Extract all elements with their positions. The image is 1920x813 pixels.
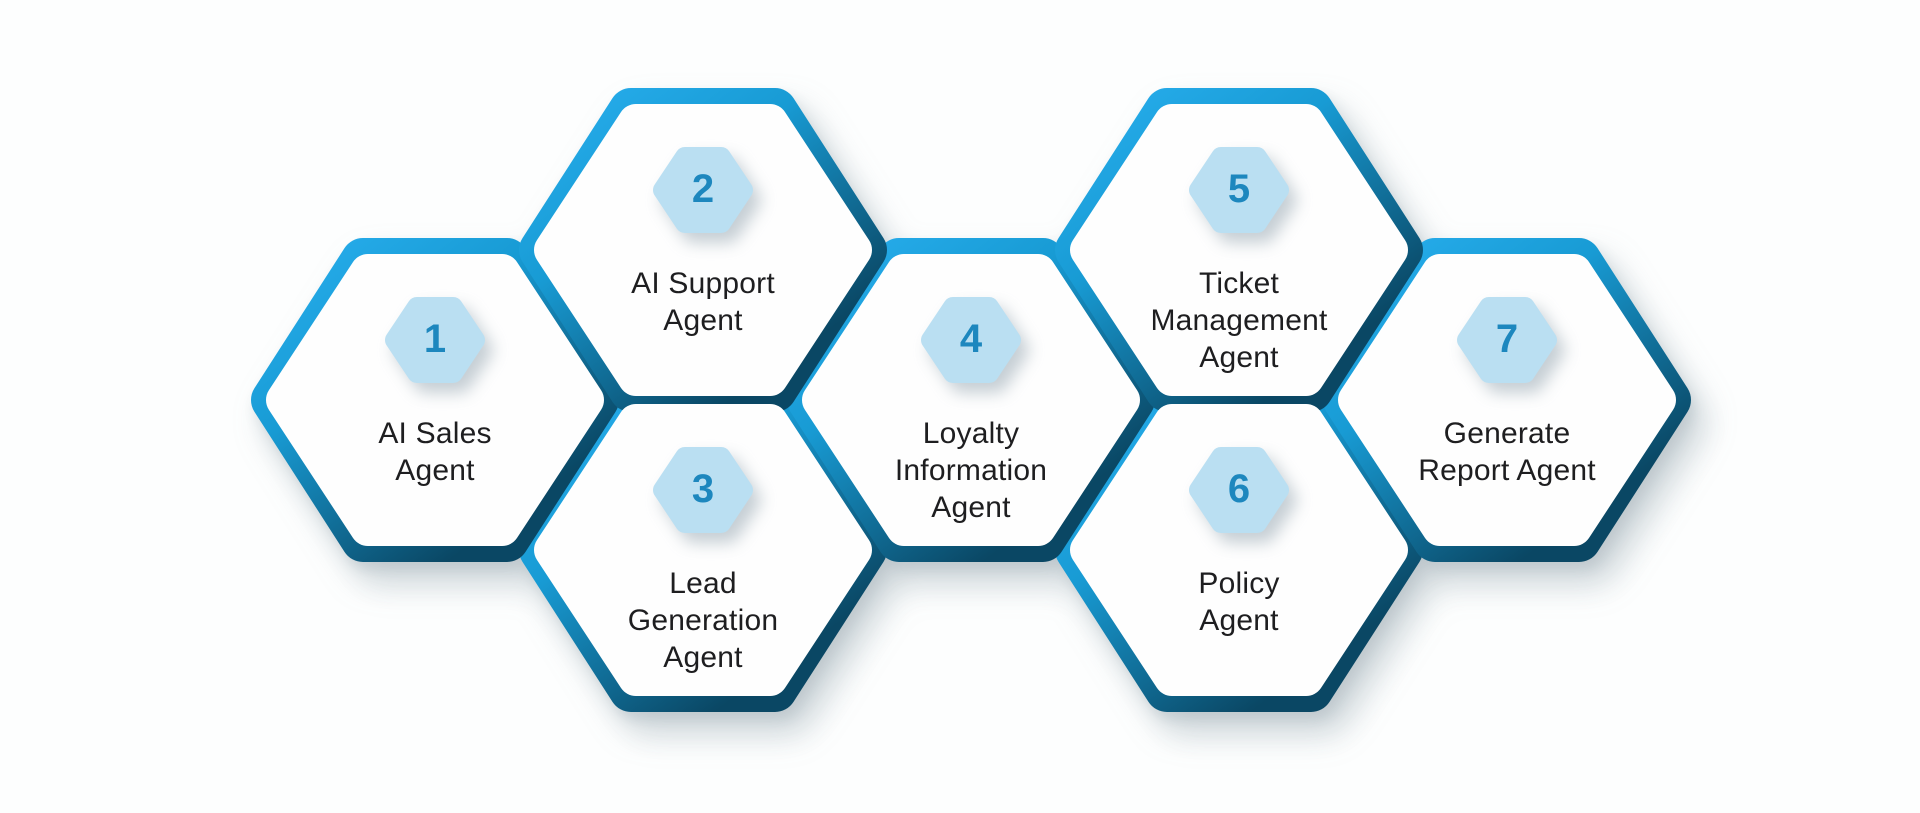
hexagon-label: AI Support Agent bbox=[631, 267, 775, 337]
step-number: 1 bbox=[423, 316, 447, 361]
hexagon-fill-2 bbox=[534, 104, 872, 396]
step-number: 3 bbox=[691, 466, 715, 511]
step-badge-6: 6 bbox=[1189, 445, 1289, 535]
hexagon-fill-7 bbox=[1338, 254, 1676, 546]
step-number: 5 bbox=[1227, 166, 1251, 211]
hexagon-label: Ticket Management Agent bbox=[1150, 267, 1328, 374]
hexagon-label: Generate Report Agent bbox=[1418, 417, 1596, 487]
hexagon-label: Loyalty Information Agent bbox=[894, 417, 1048, 524]
badge-hexagon-icon bbox=[653, 147, 753, 233]
step-badge-7: 7 bbox=[1457, 295, 1557, 385]
hexagon-fill-5 bbox=[1070, 104, 1408, 396]
step-badge-4: 4 bbox=[921, 295, 1021, 385]
hexagon-ai-support-agent: 2 AI Support Agent bbox=[563, 90, 843, 420]
step-badge-5: 5 bbox=[1189, 145, 1289, 235]
step-badge-1: 1 bbox=[385, 295, 485, 385]
badge-hexagon-icon bbox=[921, 297, 1021, 383]
hexagon-fill-3 bbox=[534, 404, 872, 696]
badge-hexagon-icon bbox=[1189, 147, 1289, 233]
step-number: 2 bbox=[691, 166, 715, 211]
badge-hexagon-icon bbox=[653, 447, 753, 533]
hexagon-fill-1 bbox=[266, 254, 604, 546]
step-badge-2: 2 bbox=[653, 145, 753, 235]
step-badge-3: 3 bbox=[653, 445, 753, 535]
step-number: 6 bbox=[1227, 466, 1251, 511]
hexagon-fill-6 bbox=[1070, 404, 1408, 696]
hexagon-fill-4 bbox=[802, 254, 1140, 546]
hexagon-ticket-management-agent: 5 Ticket Management Agent bbox=[1099, 90, 1379, 420]
badge-hexagon-icon bbox=[385, 297, 485, 383]
hexagon-label: Policy Agent bbox=[1198, 567, 1280, 637]
hexagon-ai-sales-agent: 1 AI Sales Agent bbox=[295, 240, 575, 570]
step-number: 4 bbox=[959, 316, 983, 361]
hexagon-policy-agent: 6 Policy Agent bbox=[1099, 390, 1379, 720]
hexagon-lead-generation-agent: 3 Lead Generation Agent bbox=[563, 390, 843, 720]
hexagon-generate-report-agent: 7 Generate Report Agent bbox=[1367, 240, 1647, 570]
badge-hexagon-icon bbox=[1189, 447, 1289, 533]
hexagon-fills-layer bbox=[266, 104, 1676, 696]
hexagon-loyalty-information-agent: 4 Loyalty Information Agent bbox=[831, 240, 1111, 570]
hexagon-label: Lead Generation Agent bbox=[627, 567, 779, 674]
badge-hexagon-icon bbox=[1457, 297, 1557, 383]
hexagon-label: AI Sales Agent bbox=[378, 417, 492, 487]
step-number: 7 bbox=[1495, 316, 1519, 361]
